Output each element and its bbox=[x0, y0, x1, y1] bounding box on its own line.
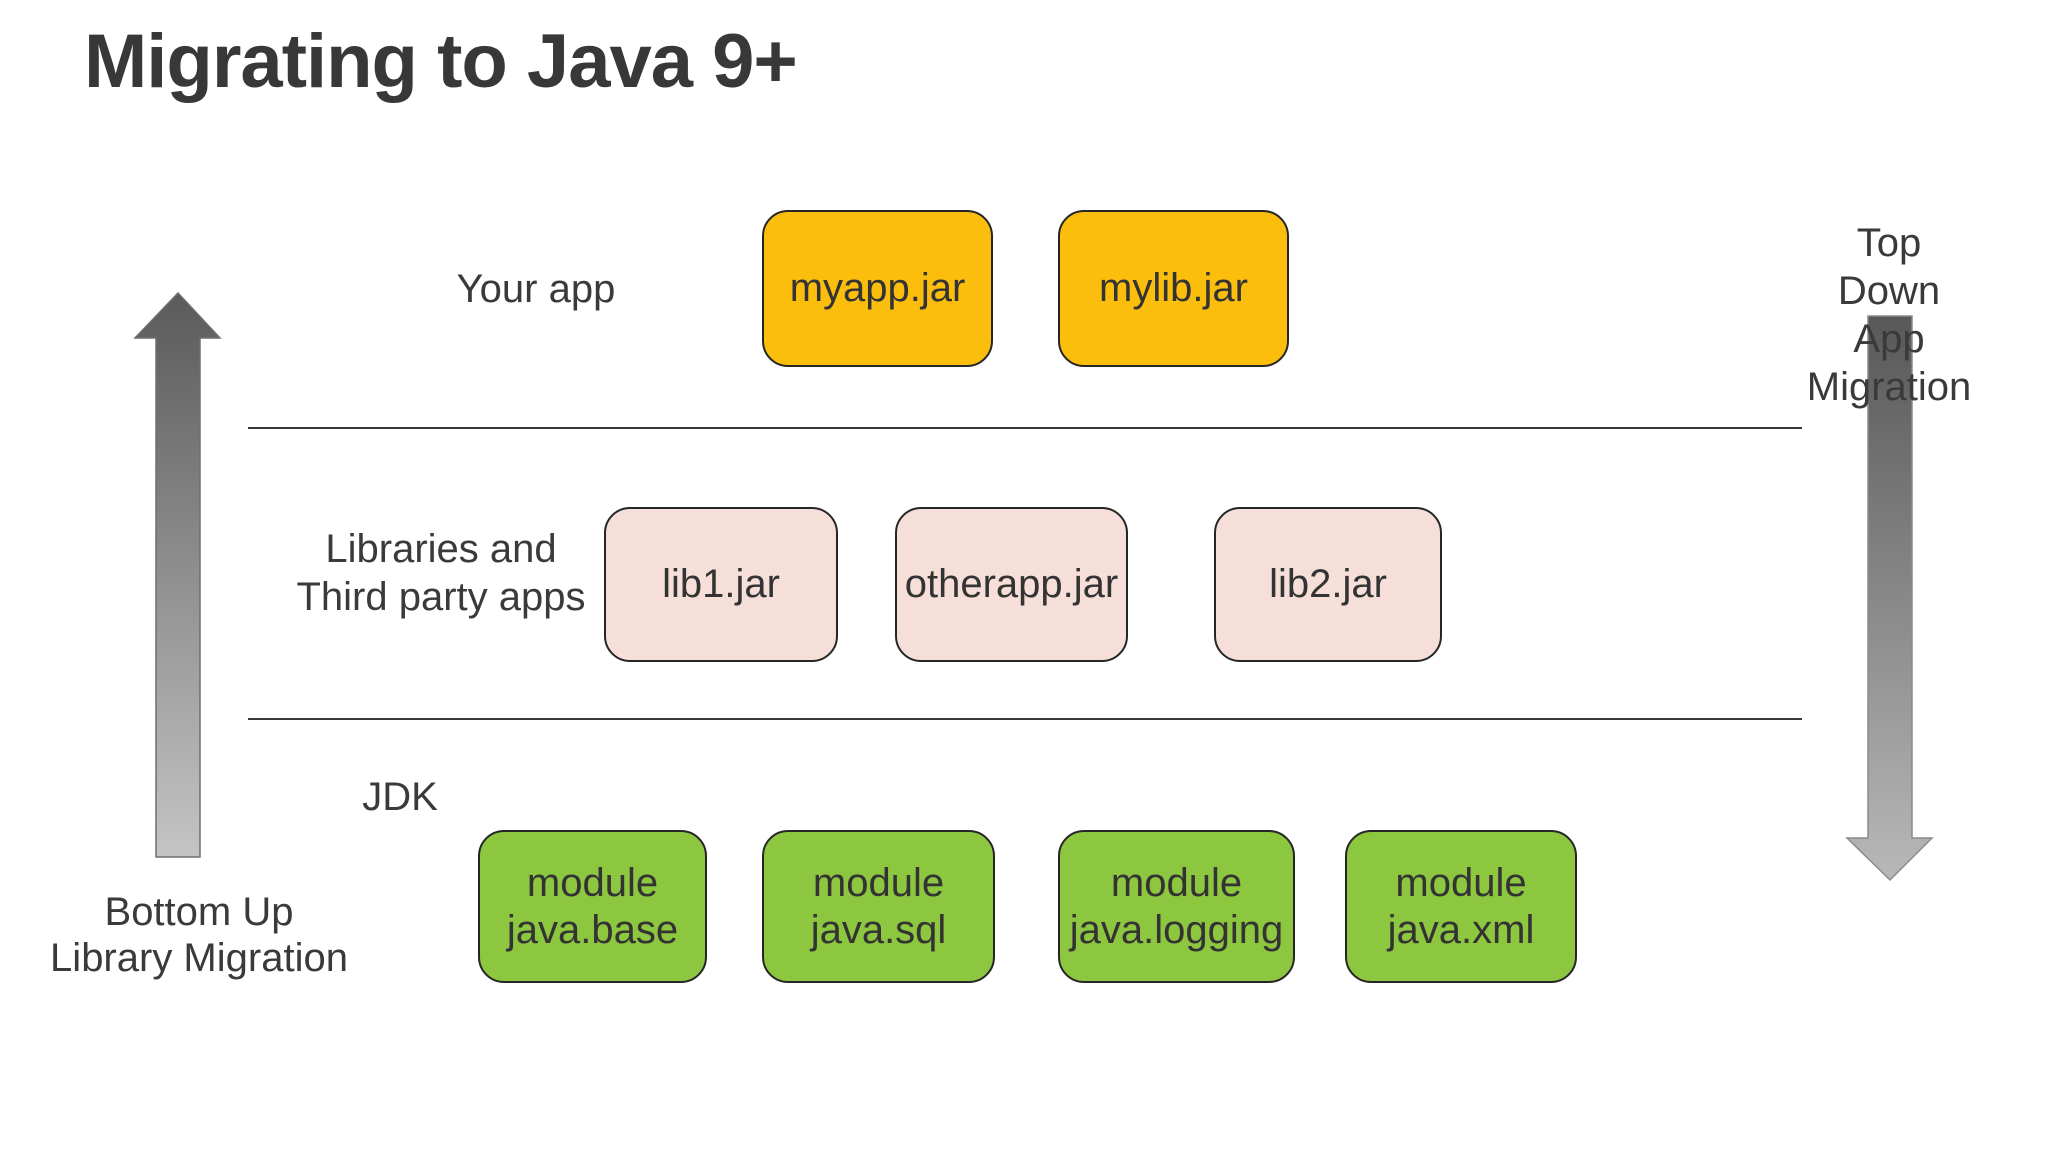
module-box-java-xml: module java.xml bbox=[1345, 830, 1577, 983]
jar-box-lib2: lib2.jar bbox=[1214, 507, 1442, 662]
divider-libraries-jdk bbox=[248, 718, 1802, 720]
module-box-java-base: module java.base bbox=[478, 830, 707, 983]
module-box-java-logging: module java.logging bbox=[1058, 830, 1295, 983]
row-label-jdk: JDK bbox=[362, 775, 438, 819]
jar-box-mylib: mylib.jar bbox=[1058, 210, 1289, 367]
module-box-java-sql: module java.sql bbox=[762, 830, 995, 983]
divider-app-libraries bbox=[248, 427, 1802, 429]
row-label-your-app: Your app bbox=[456, 267, 616, 311]
bottom-up-arrow-label: Bottom Up Library Migration bbox=[50, 890, 348, 980]
bottom-up-arrow-icon bbox=[133, 291, 222, 858]
jar-box-myapp: myapp.jar bbox=[762, 210, 993, 367]
top-down-arrow-icon bbox=[1845, 315, 1934, 882]
row-label-libraries: Libraries and Third party apps bbox=[296, 527, 586, 619]
jar-box-lib1: lib1.jar bbox=[604, 507, 838, 662]
jar-box-otherapp: otherapp.jar bbox=[895, 507, 1128, 662]
top-down-arrow-label: Top Down App Migration bbox=[1806, 221, 1972, 409]
page-title: Migrating to Java 9+ bbox=[84, 19, 798, 104]
